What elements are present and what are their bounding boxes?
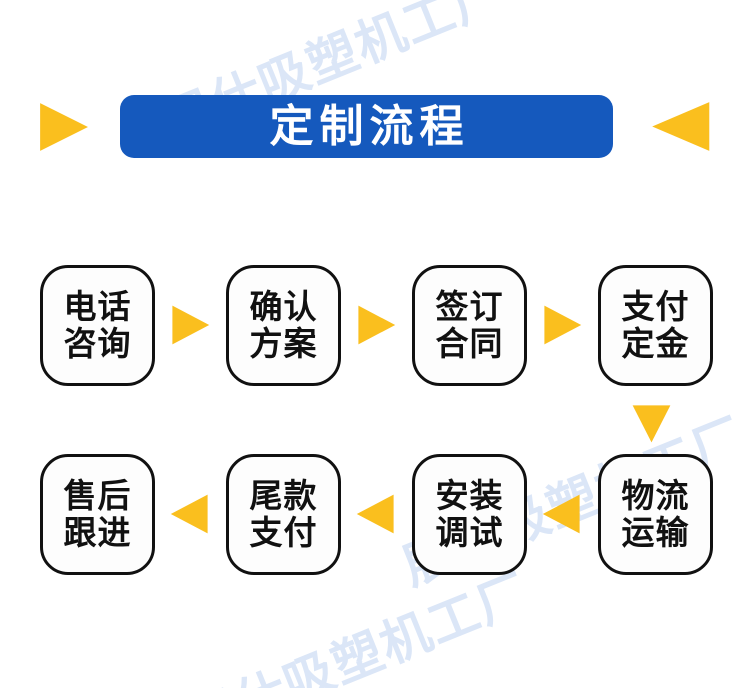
connector-triangle-right-icon (358, 305, 396, 345)
page-title: 定制流程 (269, 100, 470, 152)
page-title-banner: 定制流程 (120, 95, 613, 158)
step-label-line1: 售后 (63, 475, 132, 515)
connector-triangle-left-icon (356, 494, 394, 534)
step-box-installation-debugging[interactable]: 安装 调试 (412, 454, 527, 575)
step-label-line2: 支付 (249, 512, 318, 552)
connector-triangle-right-icon (544, 305, 582, 345)
step-box-phone-consultation[interactable]: 电话 咨询 (40, 265, 155, 386)
step-box-pay-deposit[interactable]: 支付 定金 (598, 265, 713, 386)
step-label-line1: 电话 (63, 286, 132, 326)
step-label-line2: 咨询 (63, 323, 132, 363)
connector-triangle-left-icon (542, 494, 580, 534)
title-banner-row: 定制流程 (0, 92, 750, 162)
step-label-line1: 确认 (249, 286, 318, 326)
connector-triangle-left-icon (170, 494, 208, 534)
step-box-after-sales-followup[interactable]: 售后 跟进 (40, 454, 155, 575)
step-label-line1: 尾款 (249, 475, 318, 515)
connector-triangle-down-icon (632, 405, 671, 443)
step-label-line2: 合同 (435, 323, 504, 363)
triangle-left-icon (652, 102, 710, 151)
step-label-line2: 调试 (435, 512, 504, 552)
step-label-line2: 方案 (249, 323, 318, 363)
step-label-line2: 定金 (621, 323, 690, 363)
step-label-line2: 运输 (621, 512, 690, 552)
step-label-line1: 签订 (435, 286, 504, 326)
connector-triangle-right-icon (172, 305, 210, 345)
step-label-line2: 跟进 (63, 512, 132, 552)
triangle-right-icon (40, 103, 88, 151)
step-box-confirm-plan[interactable]: 确认 方案 (226, 265, 341, 386)
step-label-line1: 物流 (621, 475, 690, 515)
step-label-line1: 支付 (621, 286, 690, 326)
step-box-final-payment[interactable]: 尾款 支付 (226, 454, 341, 575)
step-box-sign-contract[interactable]: 签订 合同 (412, 265, 527, 386)
step-box-logistics-transport[interactable]: 物流 运输 (598, 454, 713, 575)
step-label-line1: 安装 (435, 475, 504, 515)
